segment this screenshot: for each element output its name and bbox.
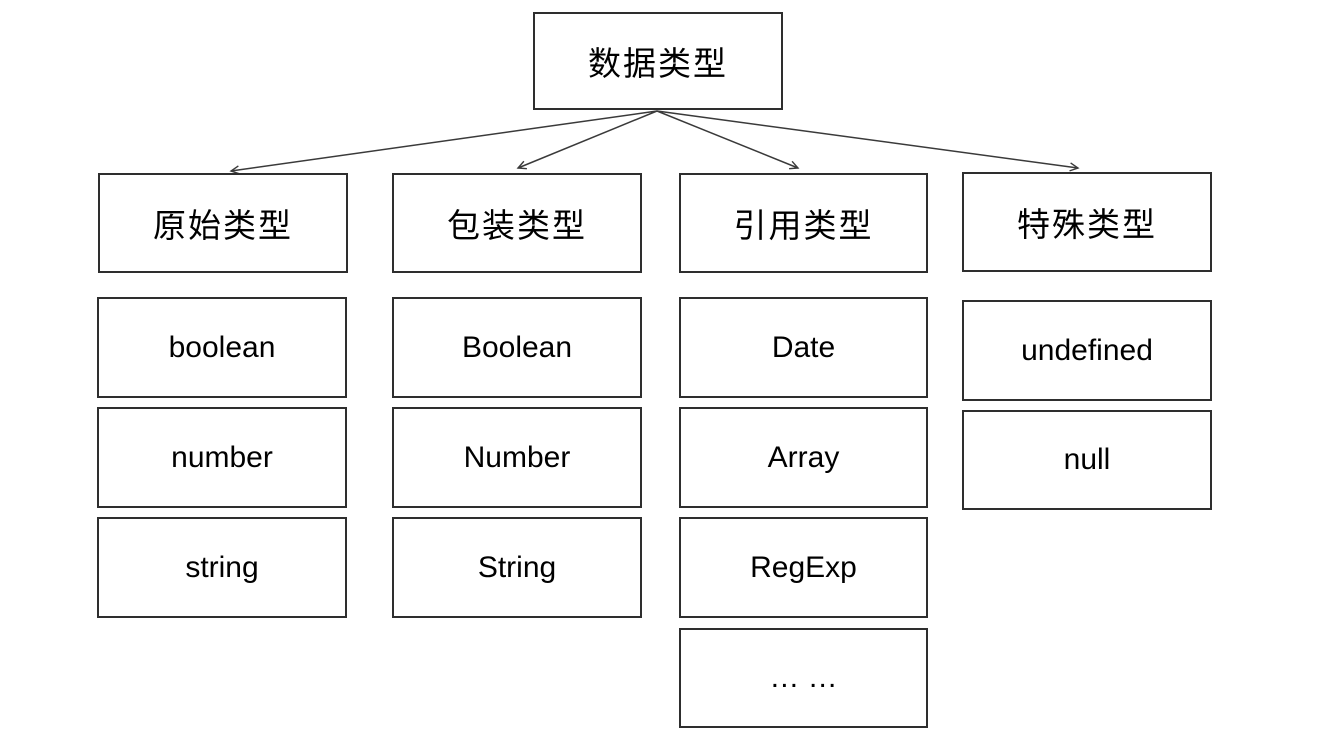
- leaf-node-null: null: [962, 410, 1212, 510]
- arrow-root-to-reference: [656, 110, 800, 170]
- leaf-node-boolean: boolean: [97, 297, 347, 398]
- category-node-wrapper-types: 包装类型: [392, 173, 642, 273]
- category-node-primitive-types: 原始类型: [98, 173, 348, 273]
- leaf-node-number-wrapper: Number: [392, 407, 642, 508]
- root-node-data-types: 数据类型: [533, 12, 783, 110]
- leaf-node-undefined: undefined: [962, 300, 1212, 401]
- leaf-node-string: string: [97, 517, 347, 618]
- leaf-node-boolean-wrapper: Boolean: [392, 297, 642, 398]
- leaf-node-date: Date: [679, 297, 928, 398]
- category-node-reference-types: 引用类型: [679, 173, 928, 273]
- leaf-node-ellipsis: … …: [679, 628, 928, 728]
- category-node-special-types: 特殊类型: [962, 172, 1212, 272]
- leaf-node-number: number: [97, 407, 347, 508]
- arrow-root-to-wrapper: [516, 110, 658, 170]
- leaf-node-string-wrapper: String: [392, 517, 642, 618]
- arrow-root-to-special: [656, 110, 1080, 172]
- leaf-node-array: Array: [679, 407, 928, 508]
- leaf-node-regexp: RegExp: [679, 517, 928, 618]
- arrow-root-to-primitive: [229, 110, 658, 175]
